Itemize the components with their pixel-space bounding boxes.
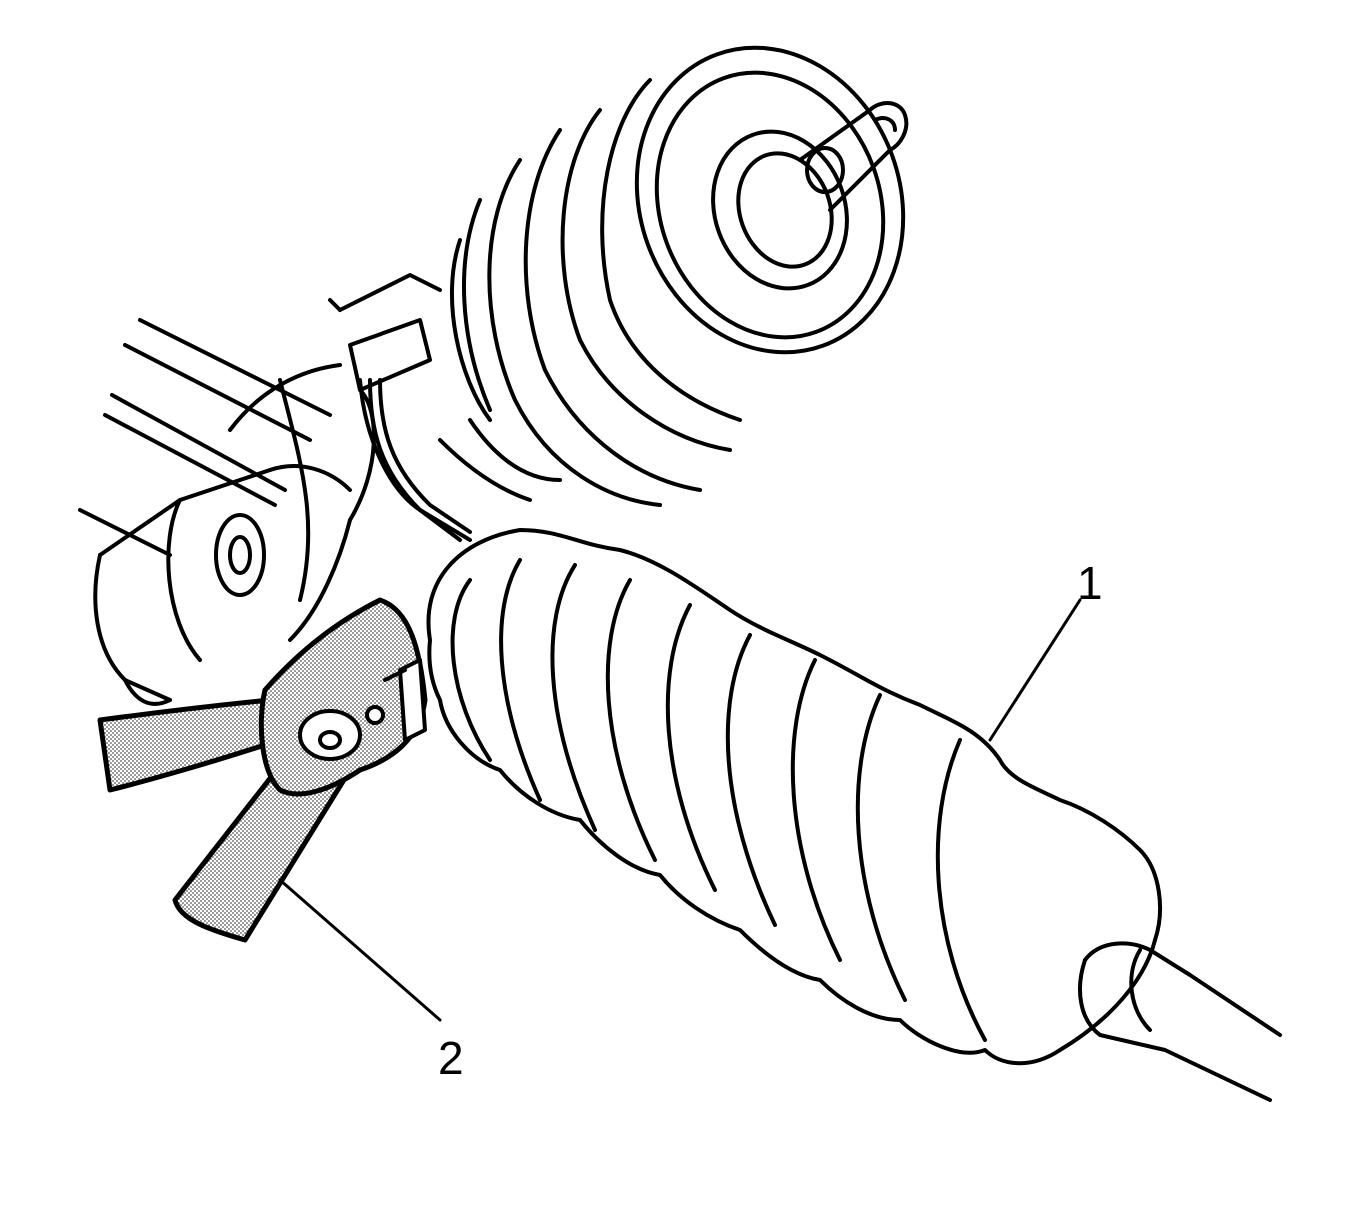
callout-1-leader	[988, 598, 1082, 742]
callout-number-1: 1	[1077, 557, 1103, 609]
frame-rails	[78, 318, 332, 557]
boot-clamp-wire	[368, 378, 472, 542]
clamp-pliers-tool	[97, 597, 428, 943]
pinion-valve-housing	[449, 45, 909, 507]
callout-number-2: 2	[438, 1032, 464, 1084]
gear-housing	[93, 273, 562, 706]
rack-bellows-boot	[426, 528, 1282, 1102]
callout-2-leader	[278, 878, 442, 1022]
